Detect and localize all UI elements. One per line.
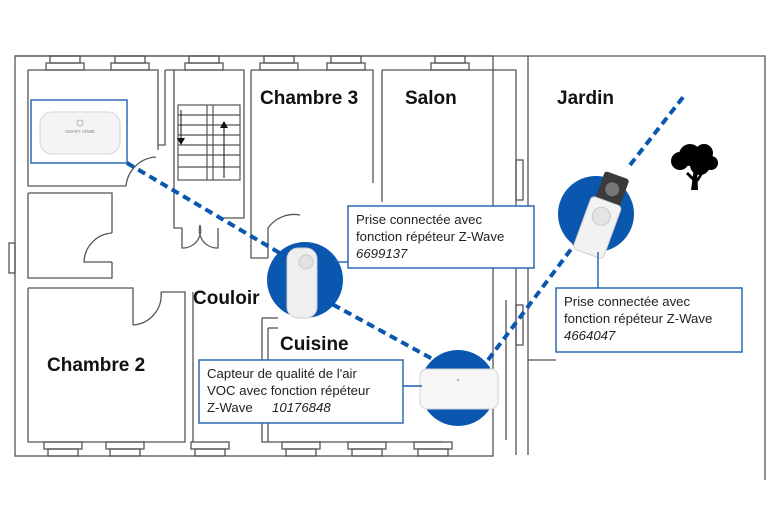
callout-2-line-2: fonction répéteur Z-Wave [564, 311, 712, 326]
callout-2-line-1: Prise connectée avec [564, 294, 690, 309]
stairs-up-arrow-icon [220, 121, 228, 178]
callout-3-line-3: Z-Wave [207, 400, 253, 415]
room-label-cuisine: Cuisine [280, 334, 349, 355]
hub-logo-icon [76, 119, 84, 127]
callout-box-2 [555, 287, 743, 353]
doors [83, 156, 301, 326]
inner-walls [8, 56, 556, 455]
callout-2-number: 4664047 [564, 328, 616, 343]
callout-1-line-1: Prise connectée avec [356, 212, 482, 227]
outdoor-plug-4664047 [558, 171, 634, 259]
callout-1-number: 6699137 [356, 246, 408, 261]
voc-air-sensor-10176848 [419, 350, 499, 426]
sensor-led-icon [457, 379, 459, 381]
callout-box-3 [198, 359, 404, 424]
tree-icon [671, 144, 718, 190]
callout-3-line-1: Capteur de qualité de l'air [207, 366, 357, 381]
room-label-salon: Salon [405, 88, 457, 109]
callout-3-line-2: VOC avec fonction répéteur [207, 383, 370, 398]
callout-voc-sensor-10176848: Capteur de qualité de l'air VOC avec fon… [198, 359, 422, 424]
smart-plug-6699137 [267, 242, 343, 319]
callout-1-line-2: fonction répéteur Z-Wave [356, 229, 504, 244]
callout-plug-4664047: Prise connectée avec fonction répéteur Z… [555, 252, 743, 353]
room-label-chambre-3: Chambre 3 [260, 88, 358, 109]
bottom-windows [43, 441, 453, 457]
link-hub-to-plug1 [125, 161, 297, 264]
plug1-socket-icon [298, 254, 314, 270]
callout-3-number: 10176848 [272, 400, 331, 415]
hub-device-image [39, 111, 121, 155]
sensor-device-image [419, 368, 499, 410]
stairs-down-arrow-icon [177, 110, 185, 145]
link-plug2-outward [628, 94, 686, 167]
room-label-couloir: Couloir [193, 288, 260, 309]
callout-plug-6699137: Prise connectée avec fonction répéteur Z… [333, 205, 535, 269]
plug2-socket-icon [591, 206, 611, 226]
top-windows [45, 55, 470, 71]
room-label-jardin: Jardin [557, 88, 614, 109]
plug2-lid-socket [605, 182, 620, 197]
callout-box-1 [347, 205, 535, 269]
smart-home-hub: SMART HOME [30, 99, 128, 164]
hub-brand-text: SMART HOME [65, 129, 95, 134]
staircase [177, 104, 241, 181]
link-plug1-to-sensor [309, 290, 439, 364]
room-label-chambre-2: Chambre 2 [47, 355, 145, 376]
